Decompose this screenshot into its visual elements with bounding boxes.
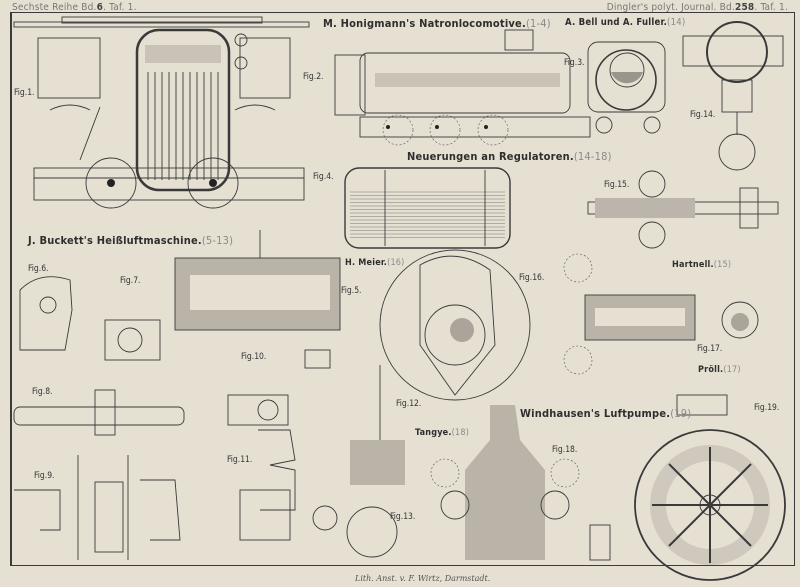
fig17-drawing — [563, 253, 759, 375]
fig-label-9: Fig.9. — [34, 471, 55, 481]
fig16-drawing — [379, 249, 531, 401]
fig-label-6: Fig.6. — [28, 264, 49, 274]
series-text: Sechste Reihe Bd. — [12, 2, 97, 13]
section-title-windhausen: Windhausen's Luftpumpe.(19) — [520, 407, 692, 420]
fig6-9-drawings — [13, 276, 185, 560]
fig-label-5: Fig.5. — [341, 286, 362, 296]
section-title-proell: Pröll.(17) — [698, 365, 741, 375]
fig12-13-drawings — [346, 365, 405, 558]
fig3-drawing — [587, 41, 666, 134]
fig2-drawing — [334, 29, 591, 146]
series-volume: 6 — [96, 2, 104, 13]
fig18-drawing — [430, 405, 611, 561]
fig-label-18: Fig.18. — [552, 445, 578, 455]
fig19-drawing — [634, 394, 786, 581]
fig-label-15: Fig.15. — [604, 180, 630, 190]
journal-plate: . Taf. 1. — [754, 2, 788, 13]
journal-label: Dingler's polyt. Journal. Bd.258. Taf. 1… — [607, 2, 788, 13]
fig-label-17: Fig.17. — [697, 344, 723, 354]
section-title-honigmann: M. Honigmann's Natronlocomotive.(1-4) — [323, 17, 551, 30]
fig-label-14: Fig.14. — [690, 110, 716, 120]
fig4-drawing — [344, 167, 511, 249]
fig10-11-drawings — [227, 349, 338, 541]
plate-frame — [10, 12, 795, 566]
section-title-hartnell: Hartnell.(15) — [672, 260, 732, 270]
fig-label-3: Fig.3. — [564, 58, 585, 68]
fig-label-1: Fig.1. — [14, 88, 35, 98]
section-title-regulatoren: Neuerungen an Regulatoren.(14-18) — [407, 150, 612, 163]
fig-label-12: Fig.12. — [396, 399, 422, 409]
section-title-buckett: J. Buckett's Heißluftmaschine.(5-13) — [28, 234, 234, 247]
fig-label-4: Fig.4. — [313, 172, 334, 182]
fig-label-7: Fig.7. — [120, 276, 141, 286]
section-title-meier: H. Meier.(16) — [345, 258, 405, 268]
fig14-drawing — [682, 21, 784, 171]
journal-volume: 258 — [735, 2, 755, 13]
section-title-bell-fuller: A. Bell und A. Fuller.(14) — [565, 17, 686, 28]
fig-label-10: Fig.10. — [241, 352, 267, 362]
fig15-drawing — [587, 170, 779, 249]
fig-label-19: Fig.19. — [754, 403, 780, 413]
lithographer-imprint: Lith. Anst. v. F. Wirtz, Darmstadt. — [355, 574, 491, 583]
fig-label-13: Fig.13. — [390, 512, 416, 522]
fig5-drawing — [174, 230, 341, 331]
series-plate: . Taf. 1. — [103, 2, 137, 13]
fig1-drawing — [13, 16, 310, 209]
journal-text: Dingler's polyt. Journal. Bd. — [606, 2, 736, 13]
section-title-tangye: Tangye.(18) — [415, 428, 470, 438]
fig-label-16: Fig.16. — [519, 273, 545, 283]
fig-label-8: Fig.8. — [32, 387, 53, 397]
plate-series-label: Sechste Reihe Bd.6. Taf. 1. — [12, 2, 137, 13]
fig-label-11: Fig.11. — [227, 455, 253, 465]
fig-label-2: Fig.2. — [303, 72, 324, 82]
